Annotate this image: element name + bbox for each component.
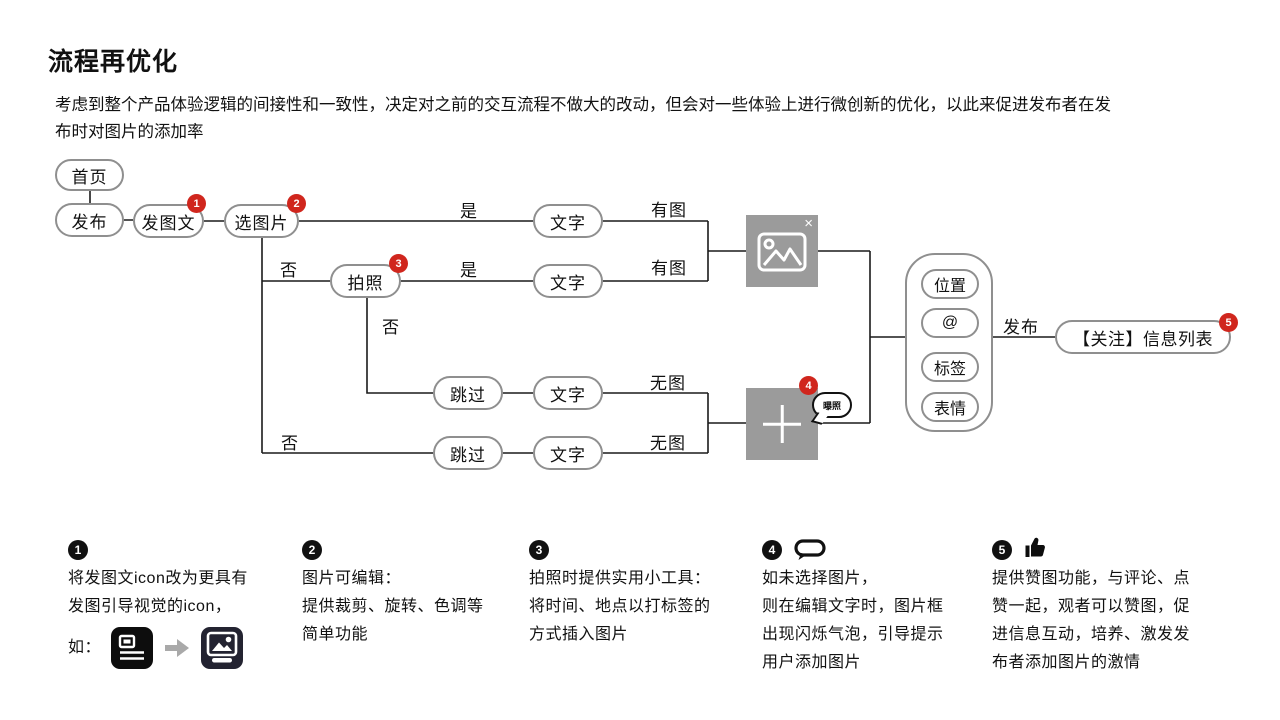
annotation-text: 赞一起，观者可以赞图，促 — [992, 598, 1191, 615]
annotation-text: 拍照时提供实用小工具： — [529, 570, 711, 587]
arrow-right-icon — [165, 639, 190, 657]
add-image-box — [746, 388, 818, 460]
toolbar-group: 位置 @ 标签 表情 — [905, 253, 993, 432]
edge-label-no-2: 否 — [382, 318, 400, 337]
node-home: 首页 — [55, 159, 124, 191]
step-badge-4: 4 — [799, 376, 818, 395]
note-badge-1: 1 — [68, 540, 88, 560]
note-badge-5: 5 — [992, 540, 1012, 560]
annotation-text: 提供裁剪、旋转、色调等 — [302, 598, 484, 615]
node-feed-list: 【关注】信息列表 — [1055, 320, 1231, 354]
annotation-text: 如： — [68, 639, 102, 656]
annotation-1: 1 将发图文icon改为更具有 发图引导视觉的icon， 如： — [68, 538, 248, 669]
image-icon — [757, 232, 807, 272]
thumbs-up-icon — [1025, 537, 1045, 557]
page-title: 流程再优化 — [48, 48, 179, 76]
annotation-text: 发图引导视觉的icon， — [68, 598, 232, 615]
node-skip-2: 跳过 — [433, 436, 503, 470]
annotation-text: 进信息互动，培养、激发发 — [992, 626, 1191, 643]
node-publish: 发布 — [55, 203, 124, 237]
edge-label-publish: 发布 — [1003, 318, 1039, 337]
annotation-text: 简单功能 — [302, 626, 369, 643]
node-post-article: 发图文 — [133, 204, 204, 238]
edge-label-no-image-1: 无图 — [650, 374, 686, 393]
toolbar-mention: @ — [921, 308, 979, 338]
annotation-text: 将时间、地点以打标签的 — [529, 598, 711, 615]
step-badge-2: 2 — [287, 194, 306, 213]
annotation-text: 提供赞图功能，与评论、点 — [992, 570, 1191, 587]
node-text-1: 文字 — [533, 204, 603, 238]
annotation-text: 如未选择图片， — [762, 570, 878, 587]
close-icon: × — [804, 215, 813, 232]
edge-label-has-image-2: 有图 — [651, 259, 687, 278]
article-icon — [111, 627, 154, 669]
edge-label-no-3: 否 — [281, 434, 299, 453]
edge-label-yes-2: 是 — [460, 261, 478, 280]
edge-label-yes-1: 是 — [460, 202, 478, 221]
annotation-text: 方式插入图片 — [529, 626, 629, 643]
description-line: 布时对图片的添加率 — [55, 123, 204, 141]
speech-bubble-icon — [794, 539, 826, 560]
annotation-text: 用户添加图片 — [762, 654, 862, 671]
node-camera: 拍照 — [330, 264, 401, 298]
node-text-2: 文字 — [533, 264, 603, 298]
image-preview-box: × — [746, 215, 818, 287]
page-description: 考虑到整个产品体验逻辑的间接性和一致性，决定对之前的交互流程不做大的改动，但会对… — [55, 92, 1111, 146]
step-badge-3: 3 — [389, 254, 408, 273]
step-badge-5: 5 — [1219, 313, 1238, 332]
annotation-5: 5 提供赞图功能，与评论、点 赞一起，观者可以赞图，促 进信息互动，培养、激发发… — [992, 537, 1191, 677]
annotation-text: 布者添加图片的激情 — [992, 654, 1141, 671]
annotation-text: 将发图文icon改为更具有 — [68, 570, 248, 587]
note-badge-4: 4 — [762, 540, 782, 560]
annotation-text: 出现闪烁气泡，引导提示 — [762, 626, 944, 643]
edge-label-has-image-1: 有图 — [651, 201, 687, 220]
note-badge-2: 2 — [302, 540, 322, 560]
toolbar-location: 位置 — [921, 269, 979, 299]
node-text-3: 文字 — [533, 376, 603, 410]
annotation-3: 3 拍照时提供实用小工具： 将时间、地点以打标签的 方式插入图片 — [529, 538, 711, 649]
annotation-text: 则在编辑文字时，图片框 — [762, 598, 944, 615]
toolbar-tag: 标签 — [921, 352, 979, 382]
step-badge-1: 1 — [187, 194, 206, 213]
node-skip-1: 跳过 — [433, 376, 503, 410]
node-pick-image: 选图片 — [224, 204, 299, 238]
annotation-text: 图片可编辑： — [302, 570, 402, 587]
note-badge-3: 3 — [529, 540, 549, 560]
annotation-2: 2 图片可编辑： 提供裁剪、旋转、色调等 简单功能 — [302, 538, 484, 649]
edge-label-no-1: 否 — [280, 261, 298, 280]
guide-bubble: 曝照 — [812, 392, 852, 418]
node-text-4: 文字 — [533, 436, 603, 470]
description-line: 考虑到整个产品体验逻辑的间接性和一致性，决定对之前的交互流程不做大的改动，但会对… — [55, 96, 1111, 114]
toolbar-emoji: 表情 — [921, 392, 979, 422]
annotation-4: 4 如未选择图片， 则在编辑文字时，图片框 出现闪烁气泡，引导提示 用户添加图片 — [762, 538, 944, 677]
image-post-icon — [201, 627, 244, 669]
guide-bubble-label: 曝照 — [822, 400, 841, 411]
edge-label-no-image-2: 无图 — [650, 434, 686, 453]
